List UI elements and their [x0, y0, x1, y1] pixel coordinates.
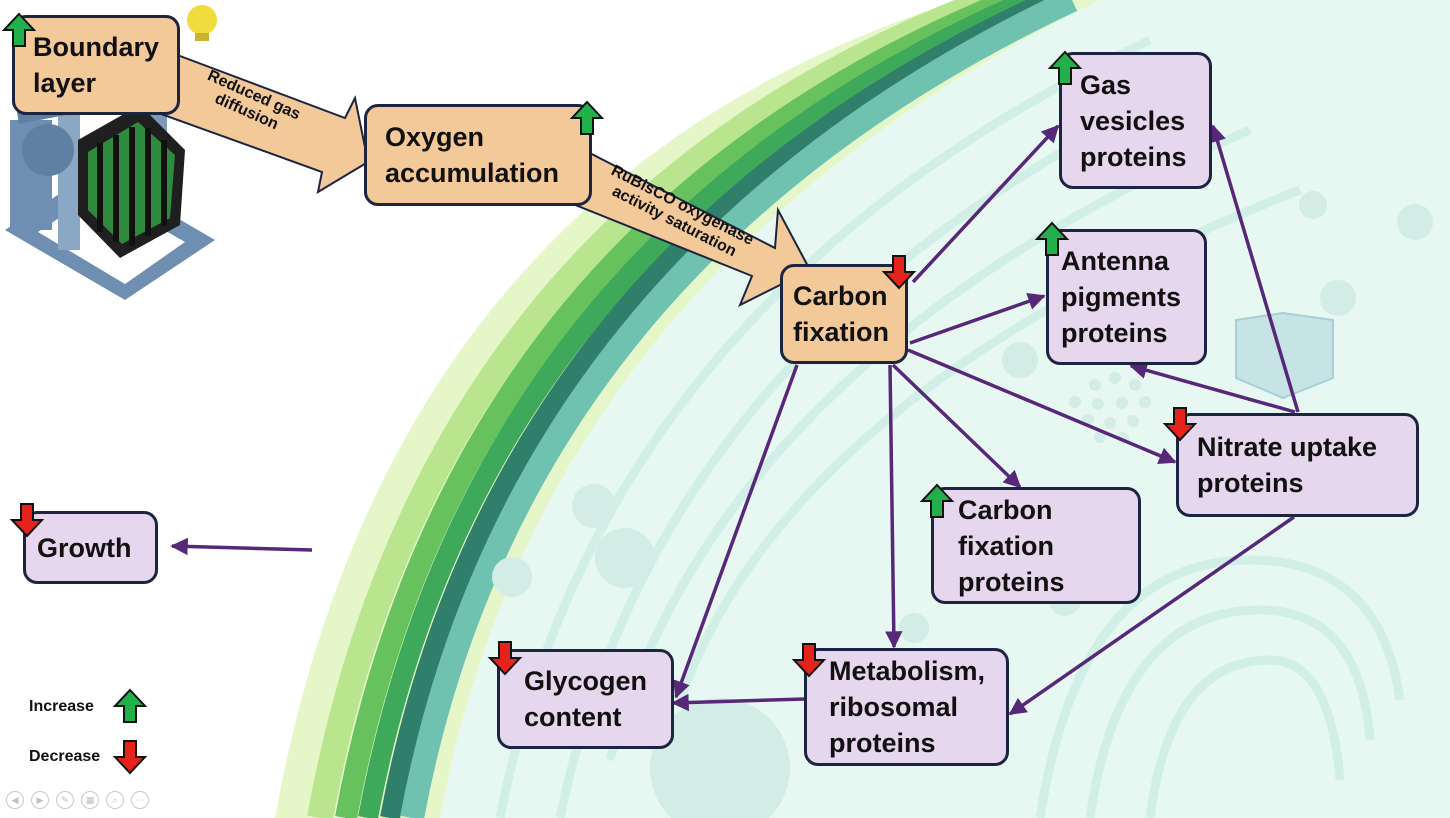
growth-node: Growth	[23, 511, 158, 584]
previous-slide-icon[interactable]: ◀	[6, 791, 24, 809]
gas-vesicles-label: Gas vesicles proteins	[1080, 69, 1187, 172]
legend-decrease-label: Decrease	[29, 748, 101, 765]
connector-nitrate-to-metabolism	[1008, 515, 1295, 716]
connector-carbon-to-metabolism	[885, 364, 903, 649]
carbon-fixation-node: Carbon fixation	[780, 264, 908, 364]
growth-label: Growth	[37, 532, 132, 563]
gas-vesicles-node: Gas vesicles proteins	[1059, 52, 1212, 189]
connector-carbon-to-nitrate	[907, 348, 1177, 464]
oxygen-flow-arrow	[148, 51, 370, 195]
carbon-fixation-label: Carbon fixation	[793, 281, 890, 347]
connector-lines	[170, 124, 1300, 716]
rubisco-flow-arrow	[561, 146, 812, 308]
glycogen-content-label: Glycogen content	[524, 666, 648, 732]
oxygen-accumulation-label: Oxygen accumulation	[385, 122, 560, 188]
next-slide-icon[interactable]: ▶	[31, 791, 49, 809]
metabolism-ribosomal-node: Metabolism, ribosomal proteins	[804, 648, 1009, 766]
photobioreactor-icon	[5, 89, 215, 300]
legend-increase-label: Increase	[29, 698, 94, 715]
nitrate-uptake-label: Nitrate uptake proteins	[1197, 432, 1378, 498]
light-bulb-icon	[187, 5, 217, 41]
connector-carbon-to-antenna	[909, 292, 1046, 345]
more-options-icon[interactable]: ⋯	[131, 791, 149, 809]
carbon-fixation-proteins-label: Carbon fixation proteins	[958, 494, 1065, 597]
zoom-icon[interactable]: ⌕	[106, 791, 124, 809]
carbon-fixation-proteins-node: Carbon fixation proteins	[931, 487, 1141, 604]
antenna-pigments-node: Antenna pigments proteins	[1046, 229, 1207, 365]
nitrate-uptake-node: Nitrate uptake proteins	[1176, 413, 1419, 517]
connector-carbon-to-glycogen	[673, 364, 799, 699]
oxygen-accumulation-node: Oxygen accumulation	[364, 104, 592, 206]
metabolism-ribosomal-label: Metabolism, ribosomal proteins	[829, 656, 986, 758]
connector-nitrate-to-antenna	[1129, 361, 1296, 414]
slideshow-toolbar: ◀ ▶ ✎ ▦ ⌕ ⋯	[6, 791, 149, 809]
boundary-layer-node: Boundary layer	[12, 15, 180, 115]
connector-carbon-to-fixation-proteins	[891, 363, 1022, 489]
connector-nitrate-to-gas-vesicles	[1209, 124, 1300, 413]
connector-to-growth	[170, 537, 313, 556]
antenna-pigments-label: Antenna pigments proteins	[1061, 246, 1182, 348]
boundary-layer-label: Boundary layer	[33, 32, 160, 98]
glycogen-content-node: Glycogen content	[497, 649, 674, 749]
connector-metabolism-to-glycogen	[671, 693, 806, 712]
pen-icon[interactable]: ✎	[56, 791, 74, 809]
slides-grid-icon[interactable]: ▦	[81, 791, 99, 809]
connector-carbon-to-gas-vesicles	[911, 124, 1060, 284]
